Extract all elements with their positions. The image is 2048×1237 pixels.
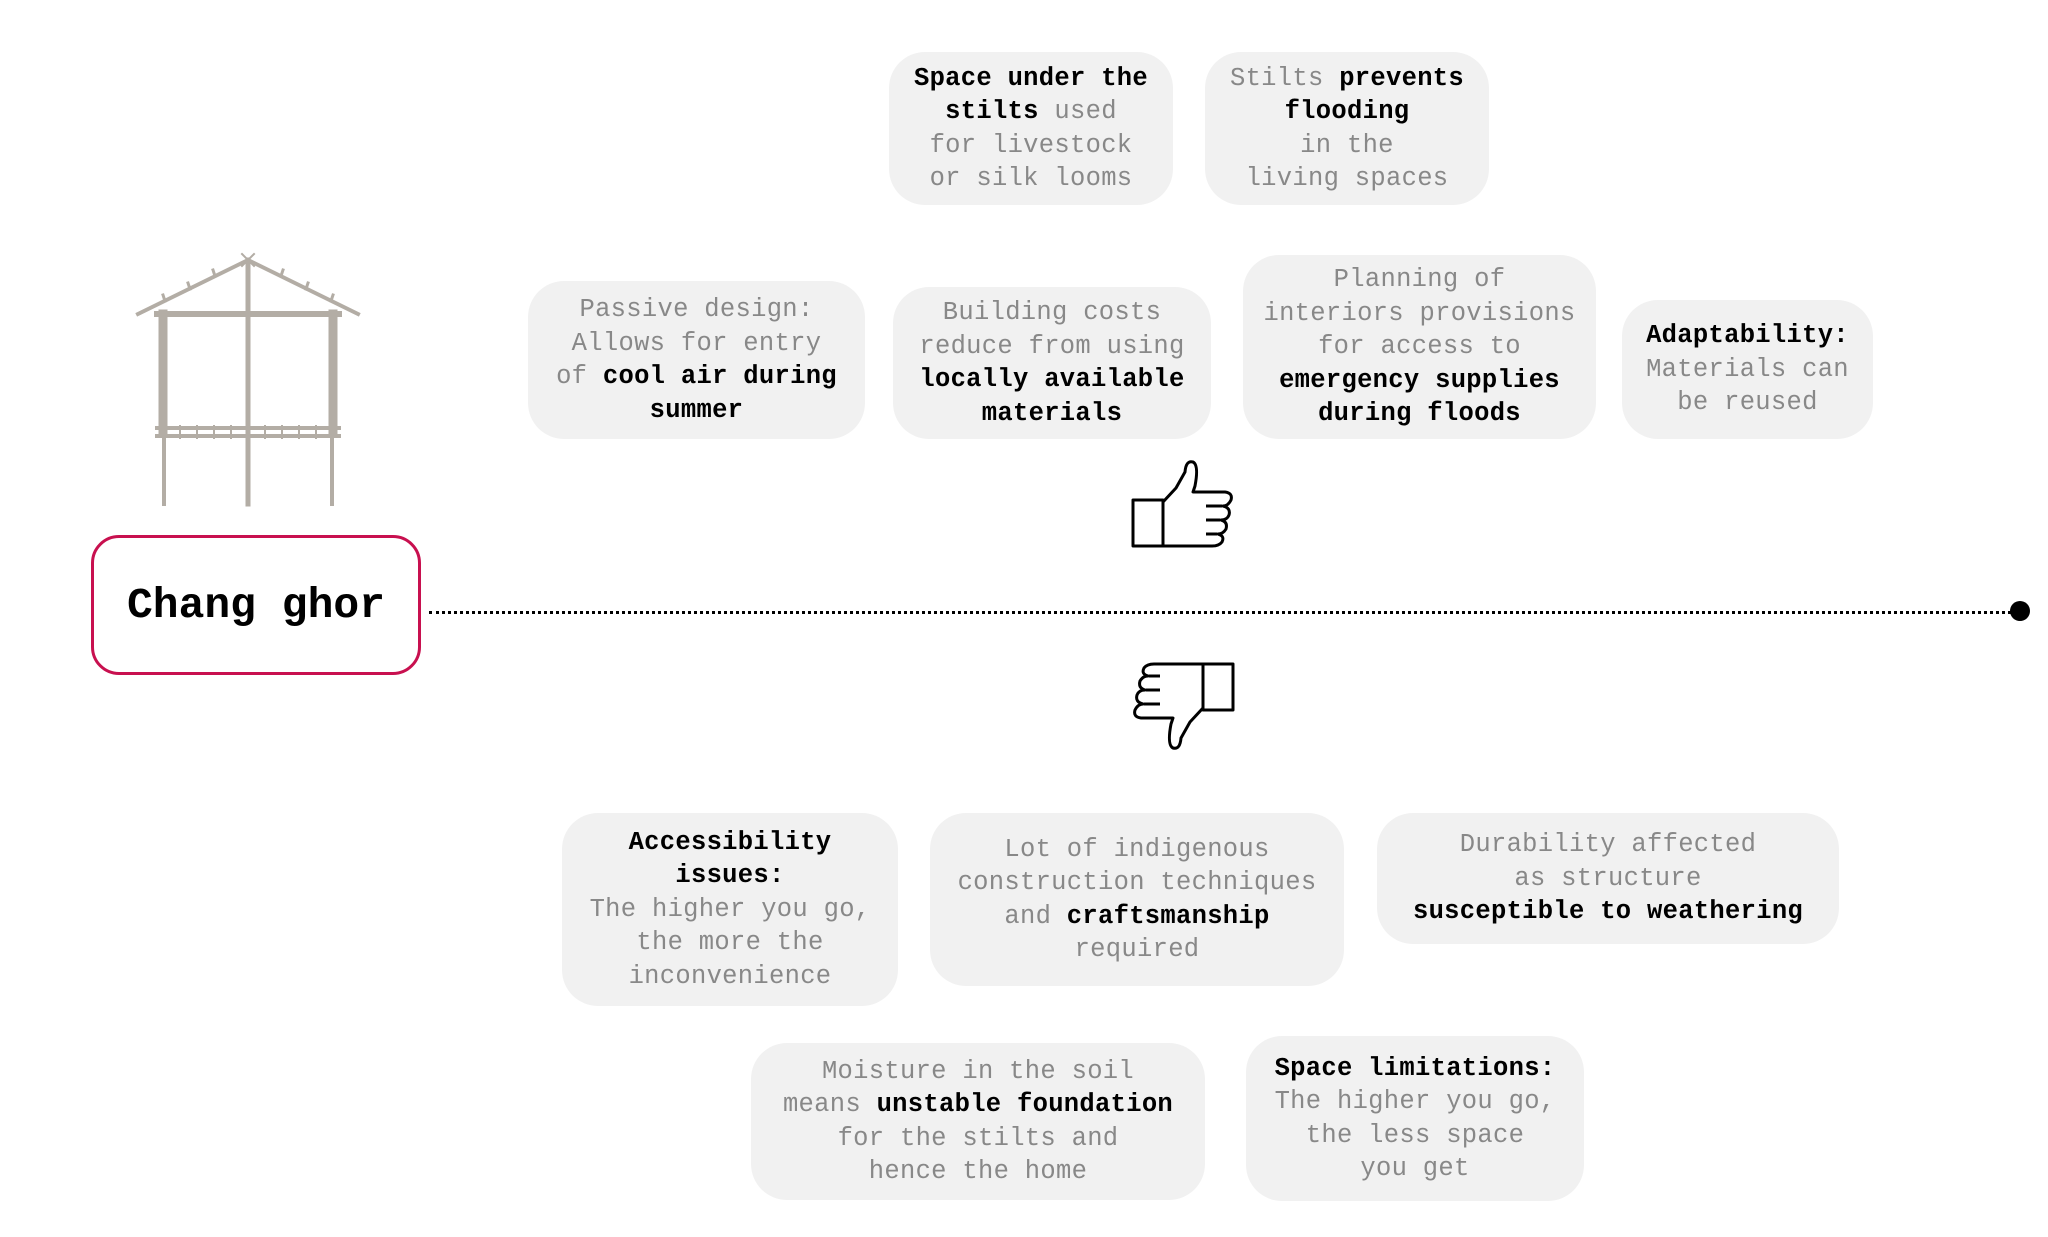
con-bubble-moisture-soil: Moisture in the soil means unstable foun… (751, 1043, 1205, 1200)
bubble-text: Space under the stilts used for livestoc… (914, 62, 1148, 196)
bubble-text-bold: cool air during summer (602, 362, 837, 425)
pro-bubble-space-under-stilts: Space under the stilts used for livestoc… (889, 52, 1173, 205)
bubble-text: Adaptability: Materials can be reused (1646, 319, 1849, 420)
bubble-text-bold: unstable foundation (876, 1090, 1174, 1119)
bubble-text-regular: for the stilts and hence the home (837, 1123, 1119, 1187)
bubble-text-bold: Adaptability: (1646, 321, 1849, 351)
stilt-house-icon (135, 252, 361, 507)
bubble-text: Planning of interiors provisions for acc… (1263, 263, 1575, 431)
bubble-text-bold: Space limitations: (1274, 1053, 1556, 1083)
bubble-text-bold: emergency supplies during floods (1279, 365, 1560, 429)
title-box: Chang ghor (91, 535, 421, 675)
bubble-text-bold: craftsmanship (1066, 901, 1270, 931)
bubble-text: Lot of indigenous construction technique… (958, 833, 1317, 967)
con-bubble-accessibility-issues: Accessibility issues: The higher you go,… (562, 813, 898, 1006)
bubble-text-regular: Lot of indigenous construction technique… (957, 834, 1317, 931)
bubble-text-regular: Durability affected as structure (1459, 830, 1757, 893)
bubble-text-regular: Materials can be reused (1646, 354, 1849, 418)
pro-bubble-passive-design: Passive design: Allows for entry of cool… (528, 281, 865, 439)
bubble-text-regular: Passive design: Allows for entry of (556, 295, 822, 391)
bubble-text-regular: Planning of interiors provisions for acc… (1263, 265, 1576, 362)
bubble-text: Space limitations: The higher you go, th… (1275, 1052, 1556, 1186)
con-bubble-durability: Durability affected as structure suscept… (1377, 813, 1839, 944)
bubble-text-regular: The higher you go, the less space you ge… (1274, 1087, 1556, 1183)
bubble-text-bold: Accessibility issues: (628, 827, 832, 891)
bubble-text: Building costs reduce from using locally… (919, 296, 1184, 430)
pro-bubble-building-costs: Building costs reduce from using locally… (893, 287, 1211, 439)
bubble-text-regular: used for livestock or silk looms (929, 97, 1133, 193)
bubble-text-regular: required (1074, 935, 1200, 964)
bubble-text-bold: Space under the stilts (913, 63, 1149, 127)
bubble-text: Accessibility issues: The higher you go,… (590, 826, 871, 994)
bubble-text-bold: locally available materials (919, 365, 1185, 428)
bubble-text-bold: susceptible to weathering (1412, 897, 1804, 927)
bubble-text-regular: Moisture in the soil means (782, 1056, 1135, 1120)
pro-bubble-adaptability: Adaptability: Materials can be reused (1622, 300, 1873, 439)
pro-bubble-planning-interiors: Planning of interiors provisions for acc… (1243, 255, 1596, 439)
dotted-axis-line (429, 611, 2017, 614)
bubble-text-regular: in the living spaces (1245, 130, 1449, 194)
con-bubble-space-limitations: Space limitations: The higher you go, th… (1246, 1036, 1584, 1201)
thumbs-down-icon (1133, 662, 1235, 750)
pro-bubble-stilts-prevent-flooding: Stilts prevents flooding in the living s… (1205, 52, 1489, 205)
con-bubble-indigenous-techniques: Lot of indigenous construction technique… (930, 813, 1344, 986)
bubble-text: Durability affected as structure suscept… (1413, 828, 1803, 929)
bubble-text: Moisture in the soil means unstable foun… (783, 1055, 1173, 1189)
bubble-text: Passive design: Allows for entry of cool… (556, 293, 837, 427)
bubble-text-regular: Building costs reduce from using (919, 298, 1185, 361)
thumbs-up-icon (1131, 460, 1233, 548)
bubble-text-bold: prevents flooding (1284, 63, 1465, 127)
axis-end-dot (2010, 601, 2030, 621)
bubble-text-regular: Stilts (1229, 63, 1340, 93)
title: Chang ghor (126, 580, 386, 630)
bubble-text: Stilts prevents flooding in the living s… (1230, 62, 1464, 196)
bubble-text-regular: The higher you go, the more the inconven… (589, 894, 871, 991)
